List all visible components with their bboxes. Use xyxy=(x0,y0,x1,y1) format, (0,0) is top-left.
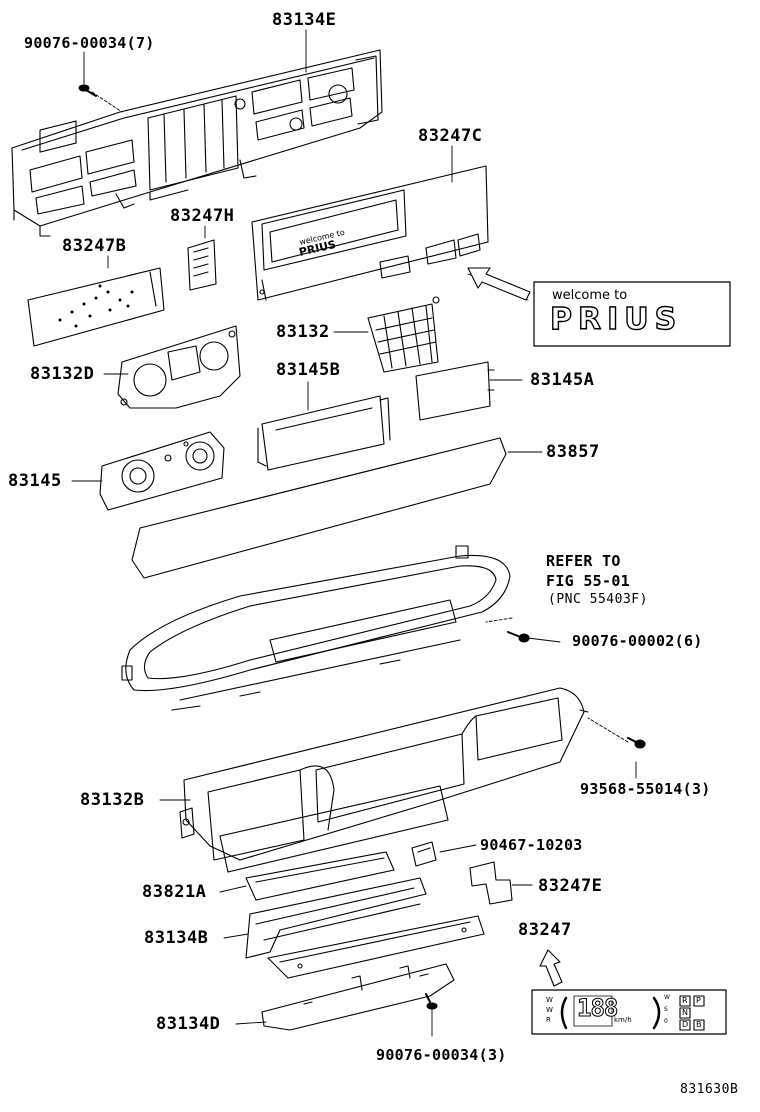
display-right-mark-1: W xyxy=(664,994,670,1001)
label-83134B: 83134B xyxy=(144,928,209,948)
label-83247: 83247 xyxy=(518,920,572,940)
label-83821A: 83821A xyxy=(142,882,207,902)
screw-icon xyxy=(78,84,97,97)
screw-icon xyxy=(507,631,530,643)
label-83145A: 83145A xyxy=(530,370,595,390)
prius-badge-logo: PRIUS xyxy=(549,301,683,337)
part-83132B-case xyxy=(179,687,646,873)
label-83134D: 83134D xyxy=(156,1014,221,1034)
part-83247E-connector xyxy=(469,861,513,905)
part-83821A-plate xyxy=(245,851,395,901)
display-gear-P: P xyxy=(696,996,701,1005)
label-83132: 83132 xyxy=(276,322,330,342)
display-right-mark-3: 0 xyxy=(664,1018,668,1025)
display-left-mark-1: W xyxy=(546,996,553,1004)
label-93568-55014-3: 93568-55014(3) xyxy=(580,780,711,798)
display-gear-R: R xyxy=(682,996,688,1005)
label-83247C: 83247C xyxy=(418,126,483,146)
label-90076-00034-3: 90076-00034(3) xyxy=(376,1046,507,1064)
part-83145-dial-plate xyxy=(99,431,225,511)
screw-icon xyxy=(425,993,438,1010)
label-90076-00034-7: 90076-00034(7) xyxy=(24,34,155,52)
label-refer-pnc: (PNC 55403F) xyxy=(548,592,648,607)
part-83145A-plate xyxy=(415,361,495,421)
label-83132D: 83132D xyxy=(30,364,95,384)
display-gear-N: N xyxy=(682,1008,688,1017)
label-83134E: 83134E xyxy=(272,10,337,30)
figure-code: 831630B xyxy=(680,1082,739,1097)
part-90467-clip xyxy=(411,841,437,867)
label-83132B: 83132B xyxy=(80,790,145,810)
part-83247B-board xyxy=(27,267,165,347)
label-90076-00002-6: 90076-00002(6) xyxy=(572,632,703,650)
part-83247C-board: welcome to PRIUS xyxy=(251,165,489,301)
part-83247-strip xyxy=(267,915,485,979)
part-lens-frame xyxy=(121,545,530,711)
prius-badge-welcome: welcome to xyxy=(552,288,628,303)
label-90467-10203: 90467-10203 xyxy=(480,836,583,854)
display-gear-B: B xyxy=(696,1020,702,1029)
display-unit: km/h xyxy=(614,1016,632,1024)
part-83145B-plate xyxy=(257,395,391,471)
part-83247H-connector xyxy=(187,239,217,291)
label-refer-fig: FIG 55-01 xyxy=(546,572,630,590)
part-83132D-bracket xyxy=(117,325,241,409)
part-83132-grid xyxy=(367,296,440,373)
display-left-mark-3: R xyxy=(546,1016,551,1024)
part-83134B-cover xyxy=(245,877,427,959)
display-left-mark-2: W xyxy=(546,1006,553,1014)
part-83134E-housing xyxy=(11,49,383,237)
label-refer-to: REFER TO xyxy=(546,552,621,570)
label-83857: 83857 xyxy=(546,442,600,462)
arrow-to-display-inset xyxy=(539,949,563,987)
display-right-mark-2: S xyxy=(664,1006,668,1013)
label-83145B: 83145B xyxy=(276,360,341,380)
label-83247B: 83247B xyxy=(62,236,127,256)
prius-badge xyxy=(533,281,731,347)
display-gear-D: D xyxy=(682,1020,689,1029)
label-83247H: 83247H xyxy=(170,206,235,226)
screw-icon xyxy=(627,737,646,749)
label-83145: 83145 xyxy=(8,471,62,491)
label-83247E: 83247E xyxy=(538,876,603,896)
arrow-to-badge xyxy=(467,267,531,301)
display-speed-digits: 188 xyxy=(576,994,618,1023)
display-inset xyxy=(531,989,727,1035)
part-83857-strip xyxy=(131,437,507,579)
part-83134D-cover xyxy=(261,963,455,1031)
